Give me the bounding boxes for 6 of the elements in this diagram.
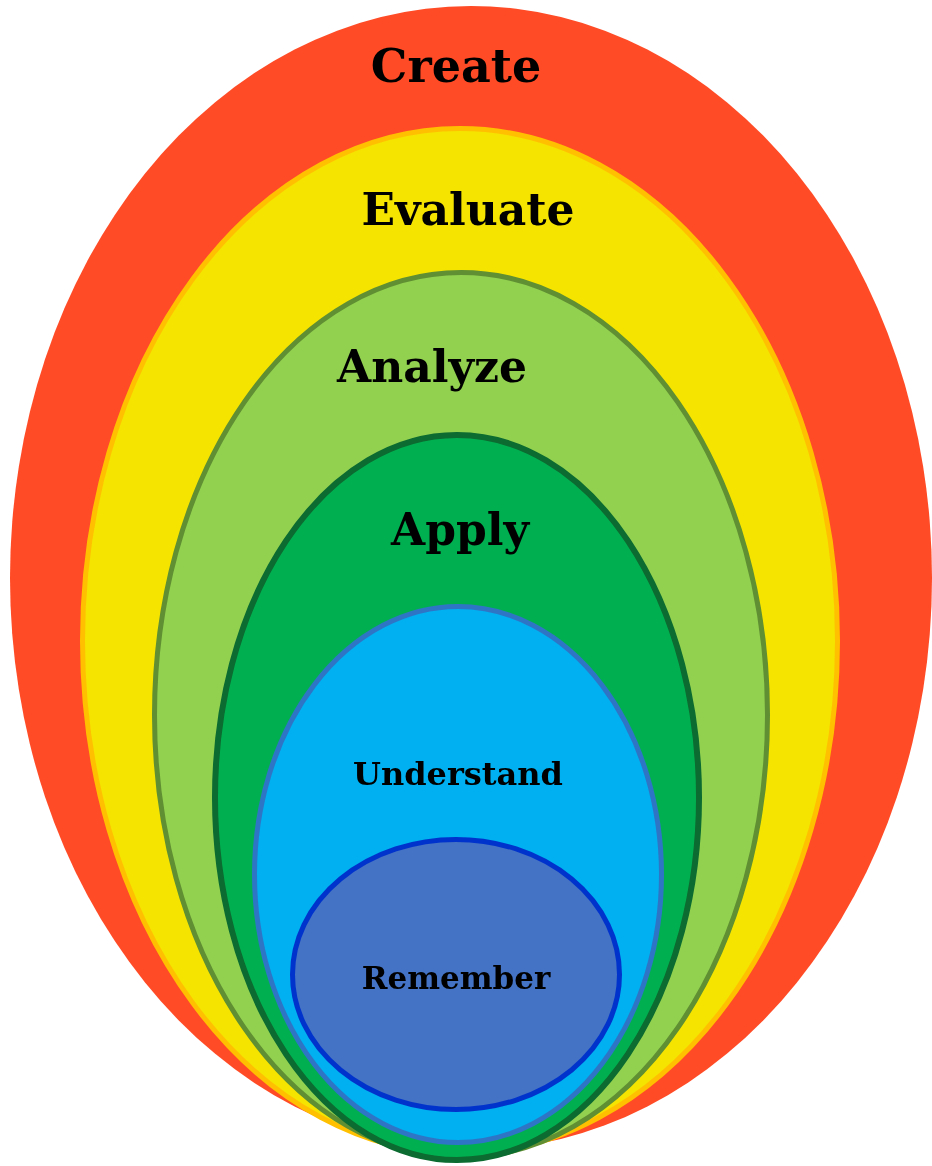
level-label: Remember — [361, 960, 551, 996]
level-label: Understand — [353, 757, 563, 793]
level-label: Create — [370, 40, 542, 92]
level-label: Analyze — [337, 342, 527, 392]
level-label: Apply — [391, 505, 529, 555]
level-label: Evaluate — [361, 185, 575, 235]
